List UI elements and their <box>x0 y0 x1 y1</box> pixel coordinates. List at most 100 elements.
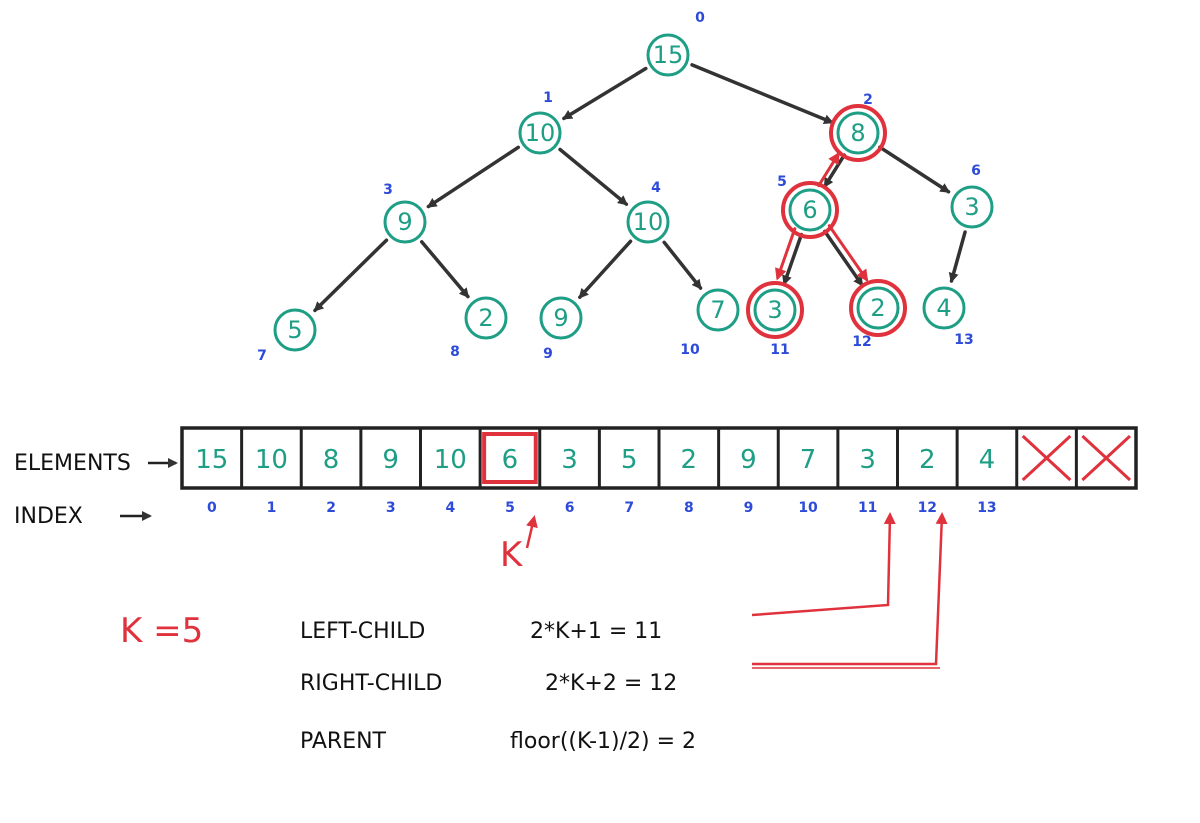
elements-label: ELEMENTS <box>14 451 131 476</box>
tree-edge <box>578 239 633 300</box>
array-index: 5 <box>505 500 515 516</box>
node-value: 10 <box>633 208 664 236</box>
node-index: 2 <box>863 92 873 108</box>
array-cell-value: 8 <box>323 445 340 475</box>
empty-cell-cross <box>1081 434 1132 482</box>
array-index: 8 <box>684 500 694 516</box>
array-cell-value: 9 <box>740 445 757 475</box>
array-index: 1 <box>267 500 277 516</box>
array-cell-value: 4 <box>979 445 996 475</box>
tree-edge <box>948 230 967 283</box>
tree-node: 28 <box>450 296 508 360</box>
node-value: 9 <box>553 304 568 332</box>
tree-edge <box>662 240 703 290</box>
array-index: 6 <box>565 500 575 516</box>
array-cell-value: 10 <box>434 445 467 475</box>
array-index: 4 <box>445 500 455 516</box>
node-value: 15 <box>653 41 684 69</box>
node-circle <box>646 33 690 77</box>
node-circle <box>856 286 900 330</box>
highlight-arrow <box>827 224 869 282</box>
node-highlight-ring <box>781 181 839 239</box>
node-circle <box>539 296 583 340</box>
parent-expr: floor((K-1)/2) = 2 <box>510 729 696 754</box>
left-child-label: LEFT-CHILD <box>300 619 425 644</box>
node-circle <box>788 188 832 232</box>
node-index: 8 <box>450 344 460 360</box>
node-value: 9 <box>397 208 412 236</box>
node-value: 6 <box>802 196 817 224</box>
tree-edge <box>558 147 629 206</box>
node-highlight-ring <box>746 281 804 339</box>
right-child-expr: 2*K+2 = 12 <box>545 671 677 696</box>
array-cell-value: 3 <box>859 445 876 475</box>
array-cell-value: 5 <box>621 445 638 475</box>
array-index: 3 <box>386 500 396 516</box>
array-index: 10 <box>798 500 818 516</box>
node-value: 5 <box>287 316 302 344</box>
node-index: 13 <box>954 332 973 348</box>
array-cell-value: 7 <box>800 445 817 475</box>
tree-edge <box>690 63 834 125</box>
highlight-arrow <box>775 227 797 281</box>
k-pointer-arrow-icon <box>525 515 538 549</box>
node-circle <box>950 185 994 229</box>
node-value: 7 <box>710 296 725 324</box>
node-value: 2 <box>478 304 493 332</box>
node-circle <box>464 296 508 340</box>
tree-edge <box>823 229 864 287</box>
array-cell-value: 2 <box>919 445 936 475</box>
array-cell-highlight <box>482 432 538 484</box>
right-child-label: RIGHT-CHILD <box>300 671 442 696</box>
left-child-connector <box>751 512 896 617</box>
node-index: 9 <box>543 346 553 362</box>
tree-node: 104 <box>626 180 670 244</box>
node-value: 3 <box>964 193 979 221</box>
node-value: 2 <box>870 294 885 322</box>
array-cell-value: 3 <box>561 445 578 475</box>
tree-edge <box>420 240 470 299</box>
array-index: 9 <box>744 500 754 516</box>
tree-node: 36 <box>950 163 994 229</box>
right-child-connector <box>752 512 948 666</box>
tree-node: 99 <box>539 296 583 362</box>
tree-node: 150 <box>646 10 705 77</box>
array-index: 13 <box>977 500 996 516</box>
node-index: 12 <box>852 334 871 350</box>
tree-edge <box>782 232 804 286</box>
tree-edge <box>313 238 389 313</box>
array-index: 7 <box>624 500 634 516</box>
array-index: 11 <box>858 500 877 516</box>
tree-node: 101 <box>518 90 562 155</box>
node-circle <box>518 111 562 155</box>
tree-edge <box>823 153 846 188</box>
node-index: 10 <box>680 342 700 358</box>
node-highlight-ring <box>849 279 907 337</box>
left-child-expr: 2*K+1 = 11 <box>530 619 662 644</box>
tree-node: 413 <box>922 286 974 348</box>
tree-node: 57 <box>257 308 317 364</box>
array-cell-value: 15 <box>195 445 228 475</box>
array-cell-value: 9 <box>382 445 399 475</box>
node-index: 6 <box>971 163 981 179</box>
node-index: 3 <box>383 182 393 198</box>
array-index: 2 <box>326 500 336 516</box>
highlight-arrows <box>775 151 869 282</box>
node-value: 8 <box>850 119 865 147</box>
node-circle <box>836 111 880 155</box>
node-index: 11 <box>770 342 789 358</box>
tree-node: 82 <box>829 92 887 162</box>
node-circle <box>383 200 427 244</box>
node-index: 5 <box>777 174 787 190</box>
k-pointer-label: K <box>500 535 524 575</box>
tree-node: 65 <box>777 174 839 239</box>
node-highlight-ring <box>829 104 887 162</box>
tree-node: 2 12 <box>849 279 907 350</box>
array-cell-value: 2 <box>681 445 698 475</box>
empty-cell-cross <box>1021 434 1072 482</box>
array-index: 12 <box>918 500 937 516</box>
tree-edge <box>878 145 951 194</box>
